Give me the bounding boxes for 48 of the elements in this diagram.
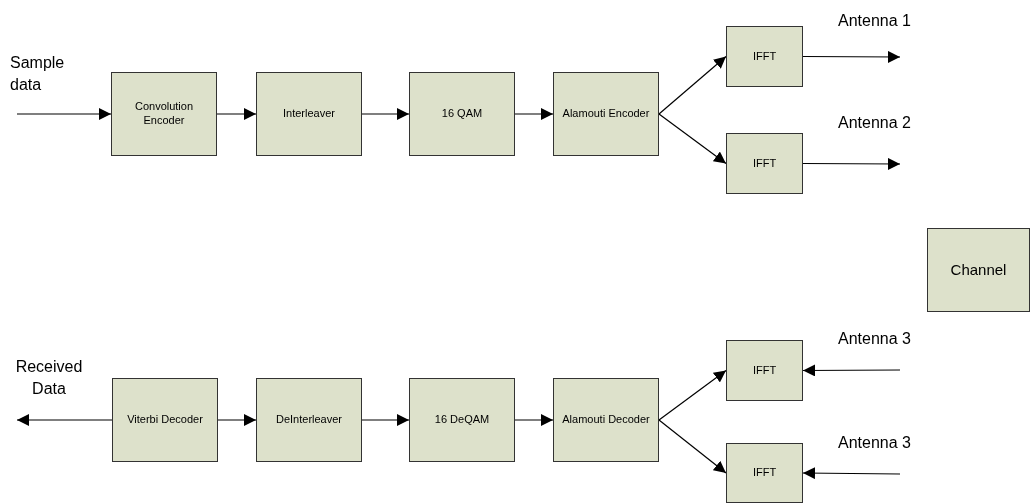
process-box <box>256 378 362 462</box>
box-label: Channel <box>949 260 1008 280</box>
box-label: IFFT <box>751 363 778 378</box>
signal-label: Antenna 1 <box>838 11 912 31</box>
process-box <box>553 72 659 156</box>
arrow <box>658 55 727 115</box>
arrow <box>802 467 901 480</box>
process-box <box>726 133 803 194</box>
box-label: Convolution Encoder <box>133 100 195 128</box>
signal-label: Antenna 3 <box>838 329 912 349</box>
arrow <box>802 157 901 170</box>
box-label: Alamouti Decoder <box>561 413 651 427</box>
signal-label: Sample data <box>10 53 66 95</box>
process-box <box>726 443 803 503</box>
box-label: 16 DeQAM <box>433 413 491 427</box>
process-box <box>726 26 803 87</box>
arrow <box>802 50 901 63</box>
arrow <box>802 364 901 377</box>
box-label: IFFT <box>751 466 778 480</box>
signal-label: Received Data <box>14 357 84 399</box>
box-label: Alamouti Encoder <box>561 107 651 121</box>
arrow <box>216 108 257 120</box>
arrow <box>658 419 727 474</box>
process-box <box>256 72 362 156</box>
arrow <box>16 108 112 120</box>
arrow <box>217 414 257 426</box>
arrow <box>658 113 727 165</box>
process-box <box>409 72 515 156</box>
box-label: IFFT <box>751 49 778 64</box>
box-label: 16 QAM <box>440 107 484 121</box>
box-label: Interleaver <box>282 107 336 121</box>
arrow <box>16 414 113 426</box>
process-box <box>409 378 515 462</box>
process-box <box>726 340 803 401</box>
box-label: IFFT <box>751 156 778 171</box>
process-box <box>111 72 217 156</box>
process-box <box>553 378 659 462</box>
arrow <box>361 108 410 120</box>
box-label: Viterbi Decoder <box>126 413 204 427</box>
process-box <box>927 228 1030 312</box>
arrow <box>514 108 554 120</box>
process-box <box>112 378 218 462</box>
signal-label: Antenna 3 <box>838 433 912 453</box>
arrow <box>361 414 410 426</box>
arrow <box>658 369 727 421</box>
arrow <box>514 414 554 426</box>
box-label: DeInterleaver <box>274 413 343 427</box>
signal-label: Antenna 2 <box>838 113 912 133</box>
